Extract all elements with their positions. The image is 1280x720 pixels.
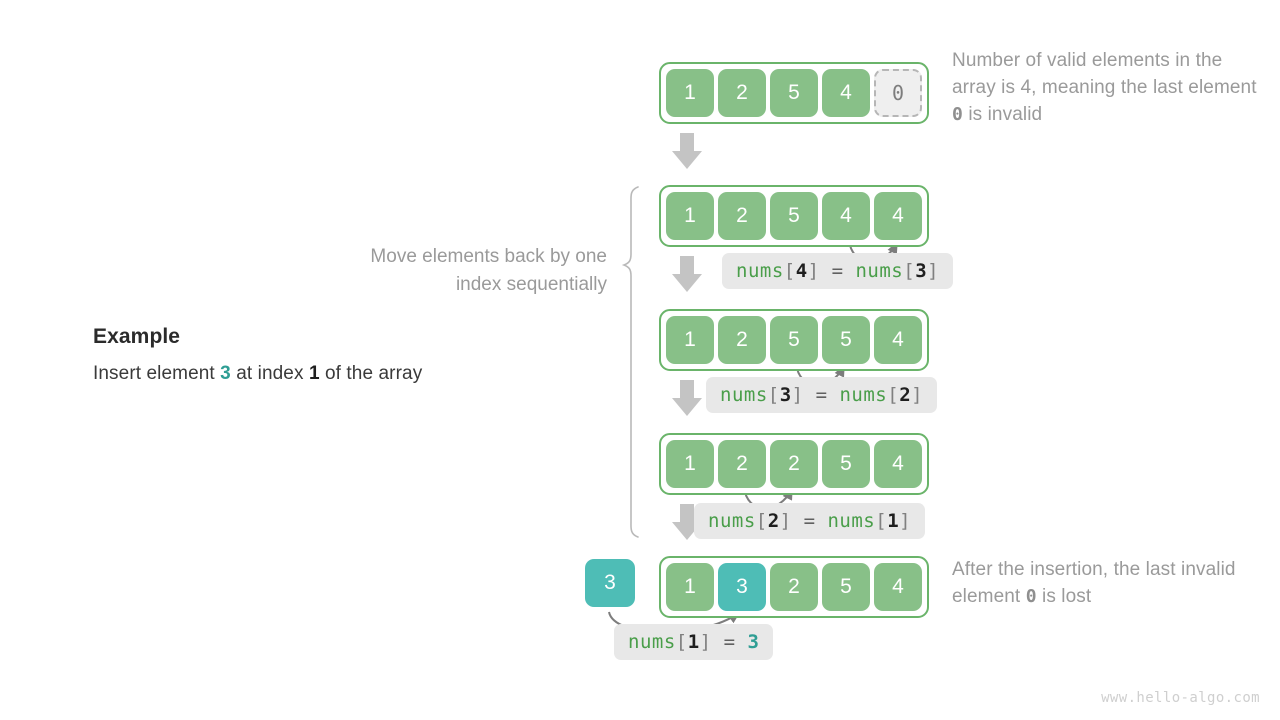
note-top-part2: is invalid xyxy=(962,104,1043,125)
code-fn2: nums xyxy=(839,384,888,406)
array-cell: 2 xyxy=(718,69,766,117)
code-index: 4 xyxy=(795,260,808,282)
array-cell: 5 xyxy=(770,316,818,364)
note-top-value: 0 xyxy=(952,104,963,125)
example-description: Insert element 3 at index 1 of the array xyxy=(93,363,553,385)
code-eq: = xyxy=(831,260,844,282)
array-cell: 5 xyxy=(770,192,818,240)
array-container: 1 2 5 4 0 xyxy=(659,62,929,124)
code-lbrk: [ xyxy=(783,260,796,282)
code-label-assign-4-3: nums[4] = nums[3] xyxy=(722,253,954,289)
code-lbrk2: [ xyxy=(887,384,900,406)
code-rbrk: ] xyxy=(699,631,712,653)
array-cell: 1 xyxy=(666,192,714,240)
note-bottom-part1: After the insertion, the last invalid el… xyxy=(952,559,1236,607)
code-fn: nums xyxy=(708,510,756,532)
code-lbrk: [ xyxy=(675,631,688,653)
code-fn2: nums xyxy=(827,510,876,532)
array-cell: 4 xyxy=(874,440,922,488)
array-cell: 2 xyxy=(770,440,818,488)
array-container: 1 2 5 5 4 xyxy=(659,309,929,371)
insert-value-box: 3 xyxy=(585,559,635,607)
example-desc-suffix: of the array xyxy=(319,363,423,384)
code-eq: = xyxy=(803,510,816,532)
array-cell: 5 xyxy=(822,440,870,488)
array-cell: 4 xyxy=(822,192,870,240)
array-cell-inserted: 3 xyxy=(718,563,766,611)
grouping-brace xyxy=(621,186,639,538)
code-lbrk: [ xyxy=(767,384,780,406)
array-cell: 1 xyxy=(666,563,714,611)
code-label-assign-3-2: nums[3] = nums[2] xyxy=(706,377,938,413)
note-invalid-last-element: Number of valid elements in the array is… xyxy=(952,47,1262,128)
note-bottom-part2: is lost xyxy=(1036,586,1092,607)
array-cell-invalid: 0 xyxy=(874,69,922,117)
example-block: Example Insert element 3 at index 1 of t… xyxy=(93,325,553,385)
array-cell: 4 xyxy=(874,563,922,611)
example-desc-index: 1 xyxy=(308,363,320,384)
code-lbrk2: [ xyxy=(903,260,916,282)
array-cell: 2 xyxy=(718,440,766,488)
example-desc-middle: at index xyxy=(230,363,309,384)
code-lbrk: [ xyxy=(755,510,768,532)
array-cell: 2 xyxy=(718,192,766,240)
array-cell: 5 xyxy=(822,316,870,364)
code-fn: nums xyxy=(628,631,676,653)
array-cell: 1 xyxy=(666,440,714,488)
code-label-assign-2-1: nums[2] = nums[1] xyxy=(694,503,926,539)
example-title: Example xyxy=(93,325,181,348)
array-cell: 2 xyxy=(770,563,818,611)
down-arrow-icon xyxy=(672,133,702,169)
code-label-insert-value: nums[1] = 3 xyxy=(614,624,774,660)
array-cell: 2 xyxy=(718,316,766,364)
code-rbrk2: ] xyxy=(899,510,912,532)
array-container: 1 3 2 5 4 xyxy=(659,556,929,618)
code-rbrk2: ] xyxy=(911,384,924,406)
code-fn: nums xyxy=(736,260,784,282)
code-index2: 3 xyxy=(915,260,928,282)
array-container: 1 2 2 5 4 xyxy=(659,433,929,495)
array-cell: 1 xyxy=(666,69,714,117)
code-index: 3 xyxy=(779,384,792,406)
code-rbrk: ] xyxy=(791,384,804,406)
note-bottom-value: 0 xyxy=(1025,586,1037,607)
array-cell: 4 xyxy=(874,192,922,240)
code-value: 3 xyxy=(747,631,760,653)
code-eq: = xyxy=(723,631,736,653)
code-index: 2 xyxy=(767,510,780,532)
example-desc-prefix: Insert element xyxy=(93,363,221,384)
down-arrow-icon xyxy=(672,256,702,292)
code-fn2: nums xyxy=(855,260,904,282)
array-cell: 4 xyxy=(822,69,870,117)
array-cell: 5 xyxy=(770,69,818,117)
code-lbrk2: [ xyxy=(875,510,888,532)
code-index2: 2 xyxy=(899,384,912,406)
note-element-lost: After the insertion, the last invalid el… xyxy=(952,556,1262,610)
code-eq: = xyxy=(815,384,828,406)
note-move-elements: Move elements back by one index sequenti… xyxy=(370,246,607,295)
array-cell: 1 xyxy=(666,316,714,364)
code-fn: nums xyxy=(720,384,768,406)
array-cell: 4 xyxy=(874,316,922,364)
code-rbrk2: ] xyxy=(927,260,940,282)
array-cell: 5 xyxy=(822,563,870,611)
code-rbrk: ] xyxy=(807,260,820,282)
note-top-part1: Number of valid elements in the array is… xyxy=(952,50,1257,98)
example-desc-value: 3 xyxy=(220,363,231,384)
code-rbrk: ] xyxy=(779,510,792,532)
code-index2: 1 xyxy=(887,510,900,532)
array-container: 1 2 5 4 4 xyxy=(659,185,929,247)
code-index: 1 xyxy=(687,631,700,653)
down-arrow-icon xyxy=(672,380,702,416)
footer-url: www.hello-algo.com xyxy=(1101,690,1260,706)
